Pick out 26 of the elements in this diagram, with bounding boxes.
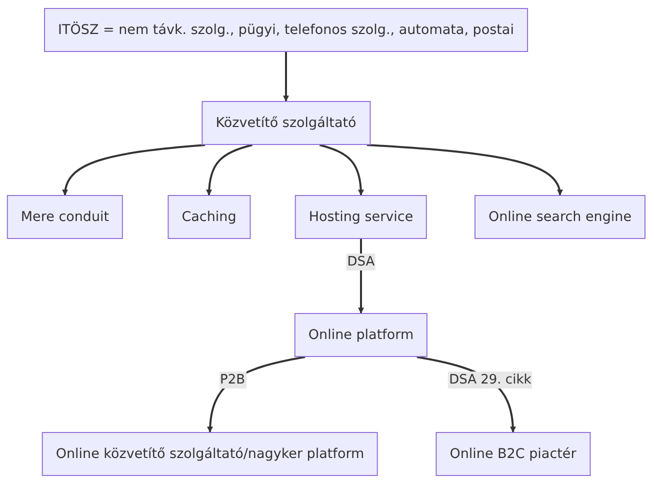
process-box xyxy=(44,8,528,52)
arrow xyxy=(62,144,206,196)
arrow xyxy=(319,144,364,196)
box-label: Caching xyxy=(182,209,236,225)
process-box xyxy=(42,432,378,476)
arrow xyxy=(366,144,562,196)
box-label: Online közvetítő szolgáltató/nagyker platform xyxy=(56,446,364,462)
box-label: Online search engine xyxy=(488,209,632,225)
process-box xyxy=(6,195,124,239)
box-label: Közvetítő szolgáltató xyxy=(216,115,356,131)
process-box xyxy=(474,195,646,239)
box-label: Mere conduit xyxy=(20,209,110,225)
process-box xyxy=(168,195,250,239)
edge-label: DSA xyxy=(346,254,376,271)
process-box xyxy=(294,313,428,357)
process-box xyxy=(202,101,370,145)
edge-label: P2B xyxy=(219,372,246,389)
process-box xyxy=(294,195,428,239)
box-label: ITÖSZ = nem távk. szolg., pügyi, telefonos szolg., automata, postai xyxy=(58,22,514,38)
arrow xyxy=(206,144,253,196)
box-label: Online platform xyxy=(308,327,414,343)
process-box xyxy=(436,432,590,476)
box-label: Online B2C piactér xyxy=(450,446,576,462)
box-label: Hosting service xyxy=(308,209,414,225)
arrow xyxy=(283,52,289,102)
edge-label: DSA 29. cikk xyxy=(448,372,532,389)
